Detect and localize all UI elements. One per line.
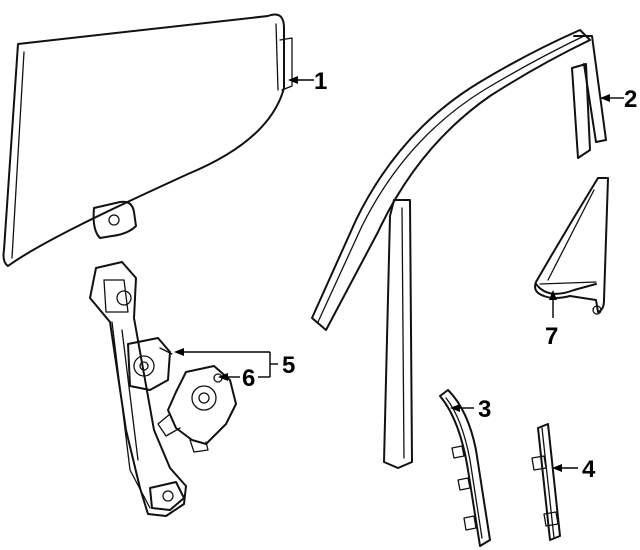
- callout-6: 6: [242, 365, 255, 392]
- door-frame-channel: [311, 29, 607, 469]
- callout-7: 7: [545, 323, 558, 350]
- rear-channel-strip: [531, 423, 561, 541]
- front-channel-strip: [439, 389, 491, 547]
- door-glass: [2, 13, 293, 267]
- callout-4: 4: [582, 456, 596, 483]
- callout-5: 5: [282, 352, 295, 379]
- callout-3: 3: [478, 396, 491, 423]
- window-regulator: [89, 261, 187, 517]
- callout-1: 1: [314, 68, 327, 95]
- corner-glass: [534, 177, 609, 315]
- leader-lines: [174, 76, 624, 472]
- callout-2: 2: [624, 86, 637, 113]
